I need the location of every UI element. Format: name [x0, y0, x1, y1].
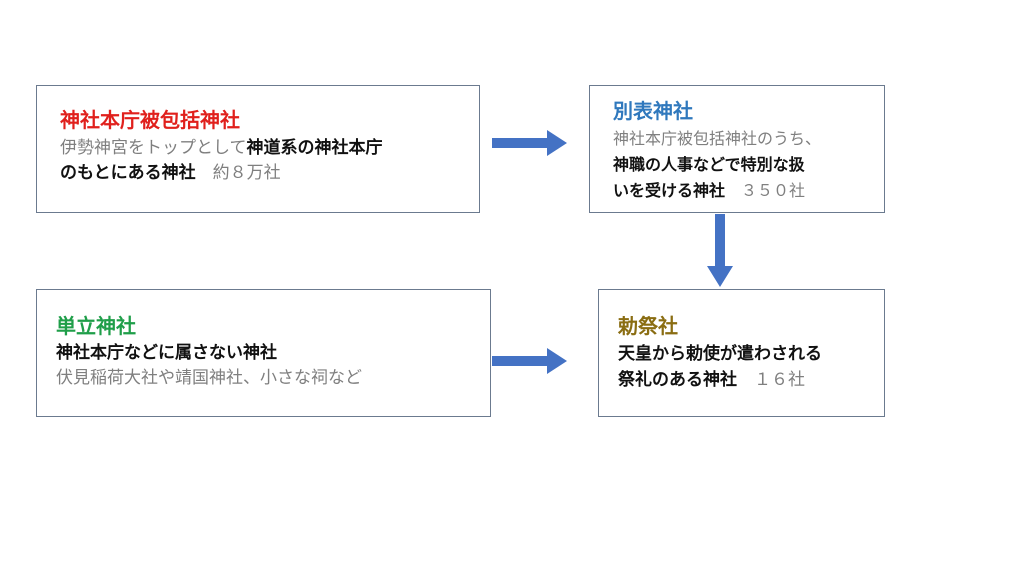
arrow-beppyo-to-chokusai — [707, 214, 733, 287]
chokusai-shrine-line-1: 天皇から勅使が遣わされる — [618, 343, 822, 366]
honcho-shrine-line-1: 伊勢神宮をトップとして神道系の神社本庁 — [60, 137, 383, 160]
chokusai-shrine-line-2: 祭礼のある神社 １６社 — [618, 369, 805, 392]
tanritsu-shrine-line-1-bold: 神社本庁などに属さない神社 — [56, 343, 277, 363]
chokusai-shrine-line-1-bold: 天皇から勅使が遣わされる — [618, 344, 822, 364]
beppyo-shrine-line-3: いを受ける神社 ３５０社 — [613, 179, 805, 202]
arrow-tanritsu-to-chokusai — [492, 348, 567, 374]
chokusai-shrine-title: 勅祭社 — [618, 314, 678, 338]
beppyo-shrine-line-3-bold: いを受ける神社 — [613, 181, 726, 200]
honcho-shrine-line-2: のもとにある神社 約８万社 — [60, 162, 281, 185]
beppyo-shrine-line-2: 神職の人事などで特別な扱 — [613, 153, 805, 176]
chokusai-shrine-line-2-bold: 祭礼のある神社 — [618, 370, 737, 390]
arrow-honcho-to-beppyo — [492, 130, 567, 156]
honcho-shrine-box: 神社本庁被包括神社 伊勢神宮をトップとして神道系の神社本庁 のもとにある神社 約… — [36, 85, 480, 213]
honcho-shrine-line-1-gray: 伊勢神宮をトップとして — [60, 138, 247, 158]
tanritsu-shrine-line-2-gray: 伏見稲荷大社や靖国神社、小さな祠など — [56, 368, 362, 388]
tanritsu-shrine-line-2: 伏見稲荷大社や靖国神社、小さな祠など — [56, 367, 362, 390]
honcho-shrine-count: 約８万社 — [195, 163, 281, 183]
tanritsu-shrine-line-1: 神社本庁などに属さない神社 — [56, 342, 277, 365]
beppyo-shrine-title: 別表神社 — [613, 99, 693, 123]
chokusai-shrine-box: 勅祭社 天皇から勅使が遣わされる 祭礼のある神社 １６社 — [598, 289, 885, 417]
beppyo-shrine-count: ３５０社 — [725, 181, 806, 200]
chokusai-shrine-count: １６社 — [737, 370, 805, 390]
tanritsu-shrine-box: 単立神社 神社本庁などに属さない神社 伏見稲荷大社や靖国神社、小さな祠など — [36, 289, 491, 417]
honcho-shrine-line-1-bold: 神道系の神社本庁 — [246, 138, 383, 158]
beppyo-shrine-line-1-gray: 神社本庁被包括神社のうち、 — [613, 129, 822, 148]
beppyo-shrine-box: 別表神社 神社本庁被包括神社のうち、 神職の人事などで特別な扱 いを受ける神社 … — [589, 85, 885, 213]
beppyo-shrine-line-2-bold: 神職の人事などで特別な扱 — [613, 155, 805, 174]
tanritsu-shrine-title: 単立神社 — [56, 314, 136, 338]
honcho-shrine-title: 神社本庁被包括神社 — [60, 108, 240, 132]
beppyo-shrine-line-1: 神社本庁被包括神社のうち、 — [613, 127, 821, 150]
honcho-shrine-line-2-bold: のもとにある神社 — [60, 163, 196, 183]
